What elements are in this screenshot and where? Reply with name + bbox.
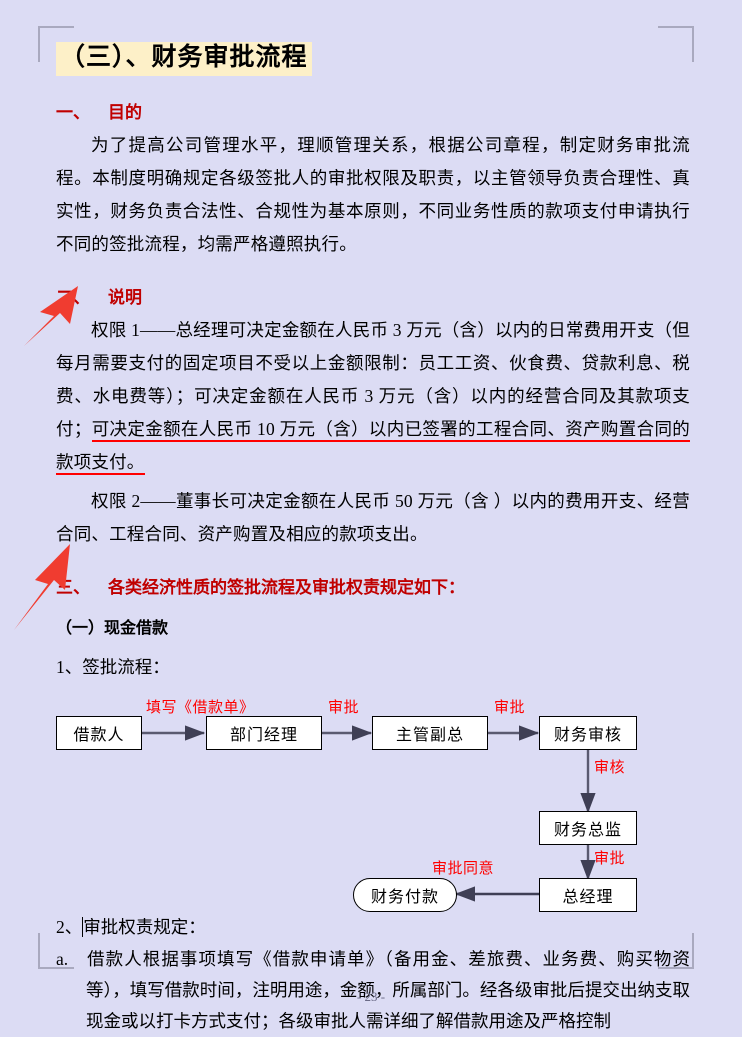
flow-node-vice-president[interactable]: 主管副总 bbox=[372, 715, 488, 750]
section-number-three: 三、 bbox=[56, 577, 90, 597]
section-heading-procedures: 三、各类经济性质的签批流程及审批权责规定如下： bbox=[56, 573, 690, 598]
section-number-one: 一、 bbox=[56, 102, 90, 122]
authority-1-text-part-1: 权限 1——总经理可决定金额在人民币 3 万元（含）以内的日常费用开支（但每月需… bbox=[56, 319, 690, 439]
text-cursor bbox=[82, 916, 84, 937]
document-content: （三）、财务审批流程 一、目的 为了提高公司管理水平，理顺管理关系，根据公司章程… bbox=[56, 42, 690, 1037]
page-number: - 23 - bbox=[356, 989, 386, 1004]
edge-label-approve-to-gm: 审批 bbox=[594, 849, 626, 867]
approval-authority-label-rest: 审批权责规定： bbox=[83, 916, 206, 937]
subsection-number-one: （一） bbox=[56, 619, 105, 637]
list-item-marker: a. bbox=[56, 948, 69, 969]
section-title-purpose: 目的 bbox=[108, 102, 142, 122]
page-title: （三）、财务审批流程 bbox=[56, 42, 312, 76]
flow-node-finance-director[interactable]: 财务总监 bbox=[539, 810, 637, 845]
edge-label-fill-loan-form: 填写《借款单》 bbox=[146, 698, 255, 716]
edge-label-approved-agree: 审批同意 bbox=[432, 859, 495, 877]
subsection-title-cash-loan: 现金借款 bbox=[104, 619, 169, 637]
edge-label-approve-vp-to-finance: 审批 bbox=[494, 698, 526, 716]
flowchart-connectors bbox=[141, 725, 596, 902]
flow-node-borrower[interactable]: 借款人 bbox=[56, 715, 142, 750]
section-heading-explanation: 二、说明 bbox=[56, 283, 690, 308]
authority-level-1-paragraph: 权限 1——总经理可决定金额在人民币 3 万元（含）以内的日常费用开支（但每月需… bbox=[56, 314, 690, 479]
flow-node-dept-manager[interactable]: 部门经理 bbox=[206, 715, 322, 750]
approval-flowchart: 借款人 部门经理 主管副总 财务审核 财务总监 总经理 财务付款 填写《借款单》… bbox=[56, 694, 690, 912]
approval-flow-label: 1、签批流程： bbox=[56, 656, 170, 677]
authority-1-text-underlined: 可决定金额在人民币 10 万元（含）以内已签署的工程合同、资产购置合同的款项支付… bbox=[56, 418, 690, 475]
approval-authority-label-prefix: 2、 bbox=[56, 916, 83, 937]
approval-authority-label: 2、审批权责规定： bbox=[56, 912, 690, 942]
purpose-paragraph: 为了提高公司管理水平，理顺管理关系，根据公司章程，制定财务审批流程。本制度明确规… bbox=[56, 134, 690, 254]
section-number-two: 二、 bbox=[56, 287, 90, 307]
flow-node-general-manager[interactable]: 总经理 bbox=[539, 877, 637, 912]
section-title-procedures: 各类经济性质的签批流程及审批权责规定如下： bbox=[108, 577, 465, 597]
subsection-heading-cash-loan: （一）现金借款 bbox=[56, 614, 690, 638]
edge-label-review-to-director: 审核 bbox=[594, 758, 626, 776]
edge-label-approve-dept-to-vp: 审批 bbox=[328, 698, 360, 716]
page-footer: - 23 - bbox=[0, 989, 742, 1005]
flow-node-finance-payment[interactable]: 财务付款 bbox=[353, 877, 457, 912]
authority-level-2-paragraph: 权限 2——董事长可决定金额在人民币 50 万元（含 ）以内的费用开支、经营合同… bbox=[56, 490, 690, 544]
section-title-explanation: 说明 bbox=[108, 287, 142, 307]
flow-node-finance-review[interactable]: 财务审核 bbox=[539, 715, 637, 750]
section-heading-purpose: 一、目的 bbox=[56, 98, 690, 123]
